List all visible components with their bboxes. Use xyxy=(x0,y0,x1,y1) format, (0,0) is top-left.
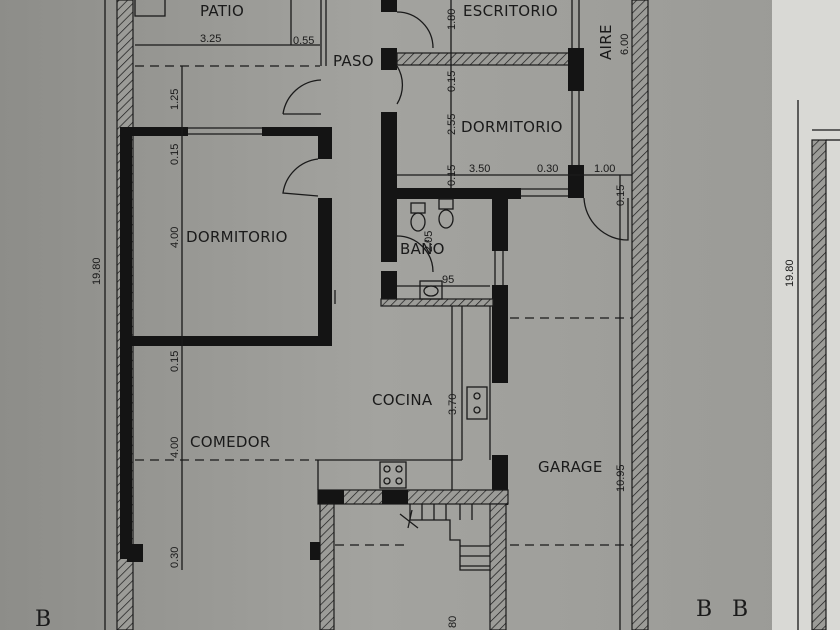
dim-015-b: 0.15 xyxy=(169,351,181,372)
door-patio xyxy=(282,79,322,115)
dim-600: 6.00 xyxy=(619,34,631,55)
dim-370: 3.70 xyxy=(447,394,459,415)
section-mark-right-2: B xyxy=(732,597,748,622)
paso-wall-top xyxy=(381,0,397,12)
door-paso-dorm xyxy=(396,65,404,105)
paso-wall-long xyxy=(381,112,397,262)
dim-055: 0.55 xyxy=(293,35,314,47)
dim-015-a: 0.15 xyxy=(169,144,181,165)
kitchen-sink-icon xyxy=(466,386,488,420)
dorm-left-wall-top-b xyxy=(262,127,330,136)
dim-180: 1.80 xyxy=(446,9,458,30)
room-label-escritorio: ESCRITORIO xyxy=(463,2,558,20)
door-escritorio xyxy=(396,11,434,49)
section-mark-left: B xyxy=(35,607,51,630)
cocina-wall-col-b xyxy=(382,490,408,504)
dim-400-b: 4.00 xyxy=(169,437,181,458)
bidet-bowl-icon xyxy=(438,209,454,229)
dim-80: 80 xyxy=(447,616,459,628)
room-label-patio: PATIO xyxy=(200,2,244,20)
dim-95: 95 xyxy=(442,274,454,286)
kitchen-sink-drain-a xyxy=(473,392,481,400)
dorm-left-wall-left xyxy=(120,127,132,559)
bano-wall-right xyxy=(492,199,508,251)
dorm-left-wall-top-a xyxy=(120,127,188,136)
stair-post xyxy=(310,542,320,560)
stove-burner-1 xyxy=(383,465,391,473)
dim-325: 3.25 xyxy=(200,33,221,45)
bano-wall-low-left xyxy=(381,271,397,306)
room-label-cocina: COCINA xyxy=(372,391,433,409)
room-label-paso: PASO xyxy=(333,52,374,70)
stove-burner-2 xyxy=(395,465,403,473)
room-label-aire: AIRE xyxy=(597,24,615,60)
dim-100: 1.00 xyxy=(594,163,615,175)
stove-burner-4 xyxy=(395,477,403,485)
dorm-left-wall-bottom xyxy=(120,336,332,346)
dim-350: 3.50 xyxy=(469,163,490,175)
kitchen-sink-drain-b xyxy=(473,406,481,414)
door-dorm-left xyxy=(282,158,319,197)
dim-015-c: 0.15 xyxy=(446,71,458,92)
dim-255: 2.55 xyxy=(446,114,458,135)
bano-wall-bottom xyxy=(380,298,494,307)
dim-400-a: 4.00 xyxy=(169,227,181,248)
dorm-corner-col xyxy=(568,165,584,198)
dim-015-e: 0.15 xyxy=(615,185,627,206)
stove-burner-3 xyxy=(383,477,391,485)
door-garage-side xyxy=(583,197,629,241)
outer-wall-right xyxy=(631,0,649,630)
dim-125: 1.25 xyxy=(169,89,181,110)
paper-edge-right xyxy=(772,0,840,630)
cocina-wall-col-a xyxy=(318,490,344,504)
cocina-wall-bottom xyxy=(317,489,509,505)
bano-wall-col xyxy=(492,285,508,383)
dorm-left-wall-right xyxy=(318,198,332,346)
dim-030-b: 0.30 xyxy=(537,163,558,175)
dim-030: 0.30 xyxy=(169,547,181,568)
sink-icon xyxy=(419,280,443,300)
room-label-comedor: COMEDOR xyxy=(190,433,271,451)
dorm-left-col xyxy=(318,127,332,159)
dim-205: 2.05 xyxy=(423,231,435,252)
stair-wall-right xyxy=(489,503,507,630)
bidet-icon xyxy=(438,198,454,210)
comedor-post xyxy=(127,544,143,562)
room-label-dormitorio-left: DORMITORIO xyxy=(186,228,288,246)
room-label-bano: BAÑO xyxy=(400,239,445,258)
toilet-bowl-icon xyxy=(410,212,426,232)
door-bano xyxy=(396,235,434,273)
dim-015-d: 0.15 xyxy=(446,165,458,186)
staircase-icon xyxy=(399,504,490,571)
escritorio-wall xyxy=(396,52,571,66)
dim-1095: 10.95 xyxy=(615,464,627,492)
paso-wall-mid xyxy=(381,48,397,70)
room-label-dormitorio-right: DORMITORIO xyxy=(461,118,563,136)
stove-icon xyxy=(379,461,407,489)
dim-1980-right: 19.80 xyxy=(784,259,796,287)
dim-1980-left: 19.80 xyxy=(91,257,103,285)
section-mark-right-1: B xyxy=(696,597,712,622)
room-label-garage: GARAGE xyxy=(538,458,603,476)
adjacent-wall xyxy=(811,139,827,630)
dorm-right-wall-bottom-a xyxy=(381,188,521,199)
stair-wall-left xyxy=(319,503,335,630)
escritorio-col xyxy=(568,48,584,91)
patio-box xyxy=(134,0,166,17)
